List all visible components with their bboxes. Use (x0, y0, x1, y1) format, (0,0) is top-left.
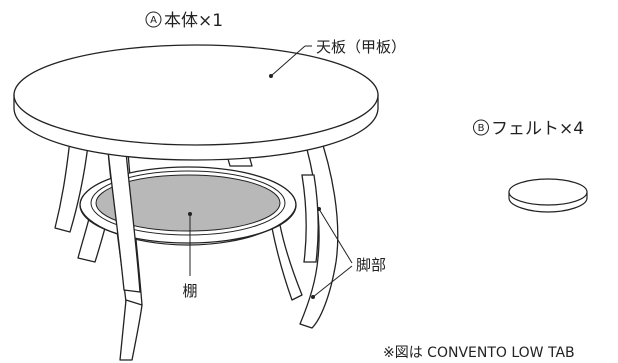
main-body-label: 本体×1 (164, 11, 223, 31)
shelf-panel (95, 174, 281, 232)
leg-mid-right (271, 224, 303, 301)
table-top-surface (13, 44, 379, 146)
legs-label: 脚部 (356, 256, 386, 274)
callout-legs: 脚部 (311, 207, 386, 299)
shelf-label: 棚 (182, 282, 197, 300)
part-marker-b: B (478, 123, 485, 134)
leg-front-left-lower (119, 299, 143, 361)
leg-front-right-overlay (301, 174, 319, 263)
part-marker-b-icon (473, 119, 489, 136)
leader-line-top-board (270, 45, 306, 77)
top-board-label: 天板（甲板） (316, 38, 406, 56)
part-marker-a-icon (145, 11, 162, 28)
main-body-heading: A 本体×1 (145, 11, 223, 31)
felt-pad (508, 178, 588, 213)
leg-back-left (54, 139, 89, 233)
shelf-rim (90, 170, 286, 236)
shelf-thickness (79, 204, 297, 246)
callout-top-board: 天板（甲板） (269, 38, 406, 78)
part-marker-a: A (150, 15, 157, 26)
table-legs-front (107, 149, 319, 293)
felt-pad-top (508, 178, 588, 206)
shelf (79, 166, 297, 246)
leg-front-center (107, 149, 141, 293)
callout-shelf: 棚 (182, 212, 198, 300)
leader-line-leg-upper (318, 208, 353, 264)
felt-heading: B フェルト×4 (473, 119, 584, 139)
leader-line-leg-lower (312, 265, 353, 298)
footnote: ※図は CONVENTO LOW TAB (383, 345, 575, 361)
felt-label: フェルト×4 (491, 119, 584, 139)
table-top (13, 44, 379, 161)
